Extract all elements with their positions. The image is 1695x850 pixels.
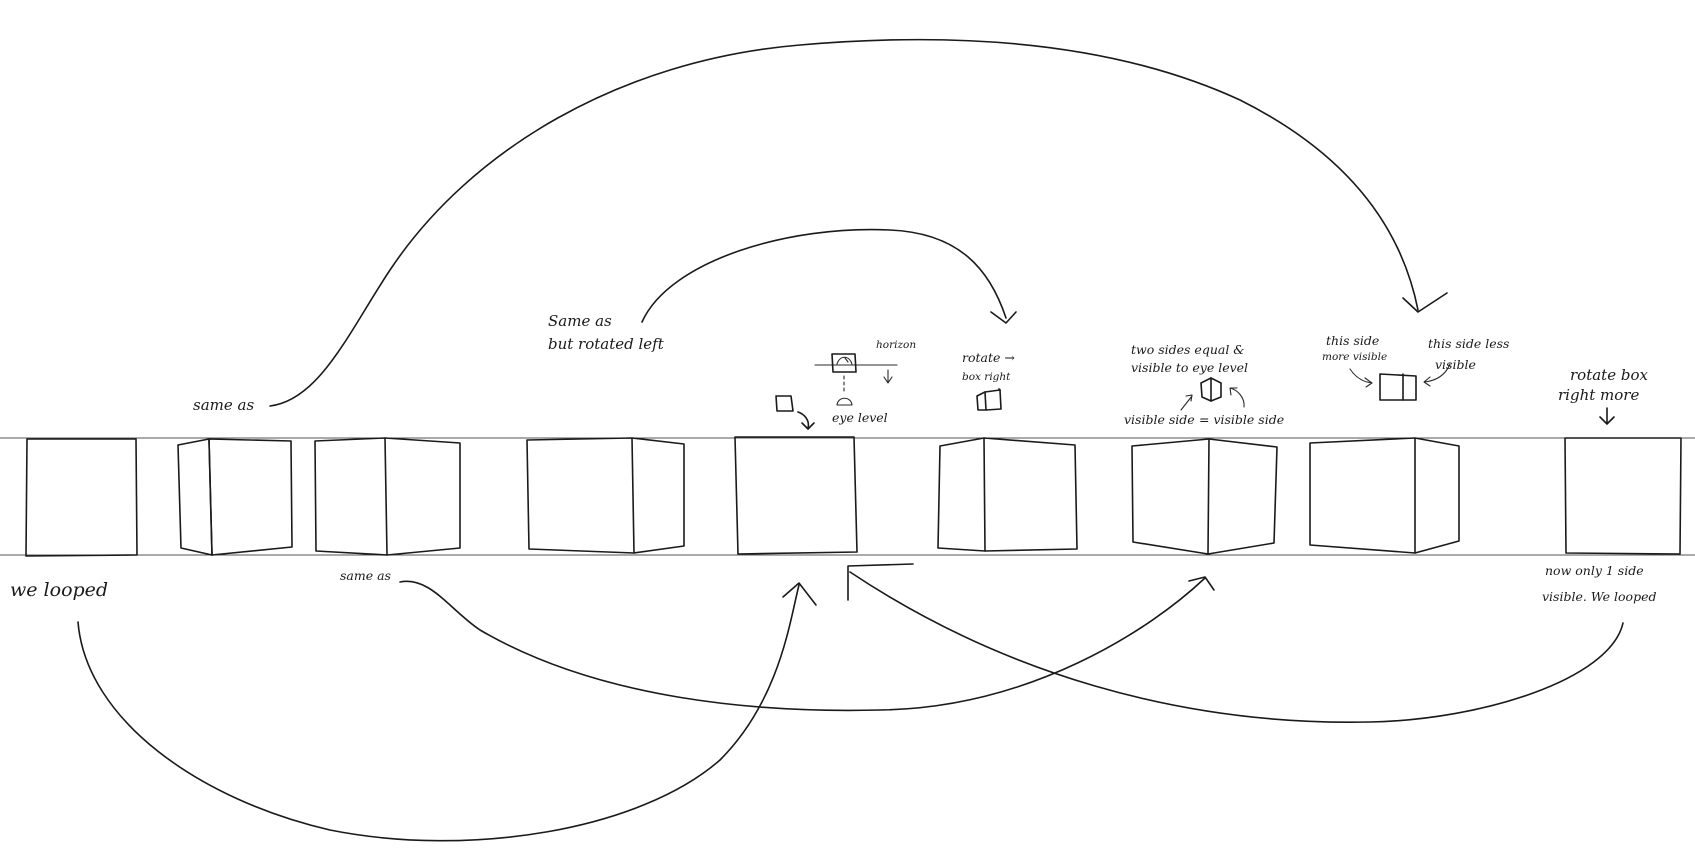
note-now-only-2: visible. We looped (1542, 589, 1656, 604)
same-as-bottom-arrow-head (1188, 576, 1215, 591)
box-8 (1309, 437, 1460, 554)
loop-arrow-right-head (847, 563, 914, 601)
note-rotate-box-right-1: rotate → (962, 350, 1015, 365)
note-now-only-1: now only 1 side (1545, 563, 1644, 578)
note-two-sides-2: visible to eye level (1131, 360, 1248, 375)
note-same-as-top: same as (193, 396, 254, 414)
box-5 (734, 436, 858, 555)
same-as-bottom-arrow (399, 577, 1206, 712)
note-two-sides-1: two sides equal & (1131, 342, 1244, 357)
note-same-as-rotated-2: but rotated left (548, 335, 665, 353)
note-rotate-box-more-1: rotate box (1570, 366, 1648, 384)
note-we-looped-left: we looped (10, 579, 108, 601)
same-as-top-arrow-head (1402, 292, 1448, 313)
small-cube-this-side (1349, 363, 1451, 401)
box-9 (1564, 437, 1682, 555)
box-2 (177, 438, 293, 556)
note-rotate-box-right-2: box right (962, 371, 1011, 383)
note-same-as-rotated-1: Same as (548, 312, 612, 330)
loop-arrow-left (77, 584, 800, 842)
note-visible-side-left: visible side (1124, 412, 1195, 427)
small-box-arrow (797, 411, 810, 429)
same-as-top-arrow (269, 38, 1419, 407)
note-eye-level: eye level (832, 410, 888, 425)
note-this-side-more-1: this side (1326, 333, 1379, 348)
same-as-rotated-arrow-head (990, 311, 1017, 324)
note-this-side-less-1: this side less (1428, 336, 1509, 351)
small-box-sketch (775, 395, 794, 412)
note-horizon: horizon (876, 339, 916, 351)
box-4 (526, 437, 685, 554)
loop-arrow-left-head (782, 582, 817, 606)
note-this-side-more-2: more visible (1322, 351, 1387, 363)
rotate-more-arrow (1599, 407, 1615, 425)
small-box-arrow-head (801, 422, 815, 430)
small-cube-rotate-right (976, 388, 1002, 411)
box-6 (937, 437, 1078, 552)
eye-level-sketch (814, 353, 898, 406)
note-same-as-bottom: same as (340, 568, 391, 583)
box-7 (1131, 438, 1278, 555)
small-cube-two-sides (1180, 377, 1245, 411)
box-1 (25, 438, 138, 557)
box-3 (314, 437, 461, 556)
same-as-rotated-arrow (641, 228, 1007, 323)
note-visible-side-right: = visible side (1199, 412, 1284, 427)
note-this-side-less-2: visible (1435, 357, 1476, 372)
note-rotate-box-more-2: right more (1558, 386, 1639, 404)
loop-arrow-right (849, 571, 1624, 723)
